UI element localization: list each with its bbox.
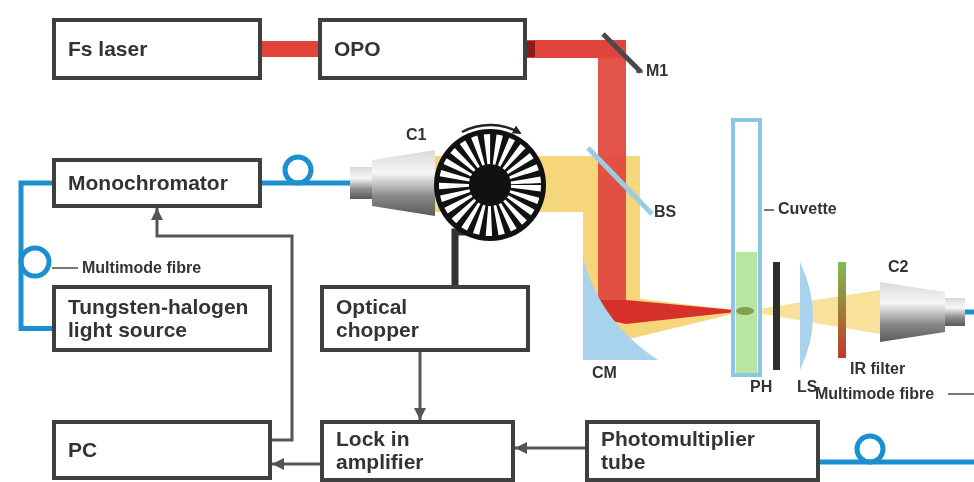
beam-splitter [588, 148, 652, 214]
part-label: M1 [646, 62, 668, 80]
component-box: Tungsten-halogen light source [52, 285, 272, 352]
signal-arrow [419, 352, 422, 420]
box-label: Monochromator [68, 172, 228, 195]
chopper-wheel [434, 125, 546, 285]
component-box: Fs laser [52, 18, 262, 80]
component-box: Optical chopper [320, 285, 530, 352]
collimator [880, 282, 965, 342]
mirror [603, 34, 641, 72]
box-label: Tungsten-halogen light source [68, 296, 256, 341]
pump-beam [262, 40, 745, 324]
box-label: Optical chopper [336, 296, 486, 341]
box-label: Fs laser [68, 38, 147, 61]
leader-line [636, 71, 643, 73]
optical-fibre [262, 157, 350, 183]
ir-filter [838, 262, 846, 358]
optical-fibre [21, 183, 52, 329]
part-label: Multimode fibre [815, 385, 934, 403]
collimator [350, 150, 435, 216]
lens [800, 262, 813, 370]
part-label: Multimode fibre [82, 259, 201, 277]
part-label: BS [654, 203, 676, 221]
box-label: Lock in amplifier [336, 428, 466, 473]
leader-line [948, 393, 974, 395]
fibre-loop [21, 248, 49, 276]
part-label: C2 [888, 258, 908, 276]
box-label: Photomultiplier tube [601, 428, 786, 473]
part-label: CM [592, 364, 617, 382]
leader-line [52, 267, 78, 269]
component-box: Photomultiplier tube [585, 420, 820, 482]
part-label: Cuvette [778, 200, 837, 218]
signal-arrow [272, 463, 320, 466]
part-label: IR filter [850, 360, 905, 378]
part-label: C1 [406, 126, 426, 144]
component-box: PC [52, 420, 272, 480]
component-box: OPO [318, 18, 527, 80]
box-label: PC [68, 439, 97, 462]
laser-beam [262, 41, 318, 57]
box-label: OPO [334, 38, 381, 61]
part-label: LS [797, 378, 817, 396]
concave-mirror [583, 258, 658, 360]
cuvette [733, 120, 774, 375]
part-label: PH [750, 378, 772, 396]
pinhole [773, 262, 780, 370]
component-box: Lock in amplifier [320, 420, 515, 482]
component-box: Monochromator [52, 158, 262, 208]
signal-arrow [515, 447, 585, 450]
